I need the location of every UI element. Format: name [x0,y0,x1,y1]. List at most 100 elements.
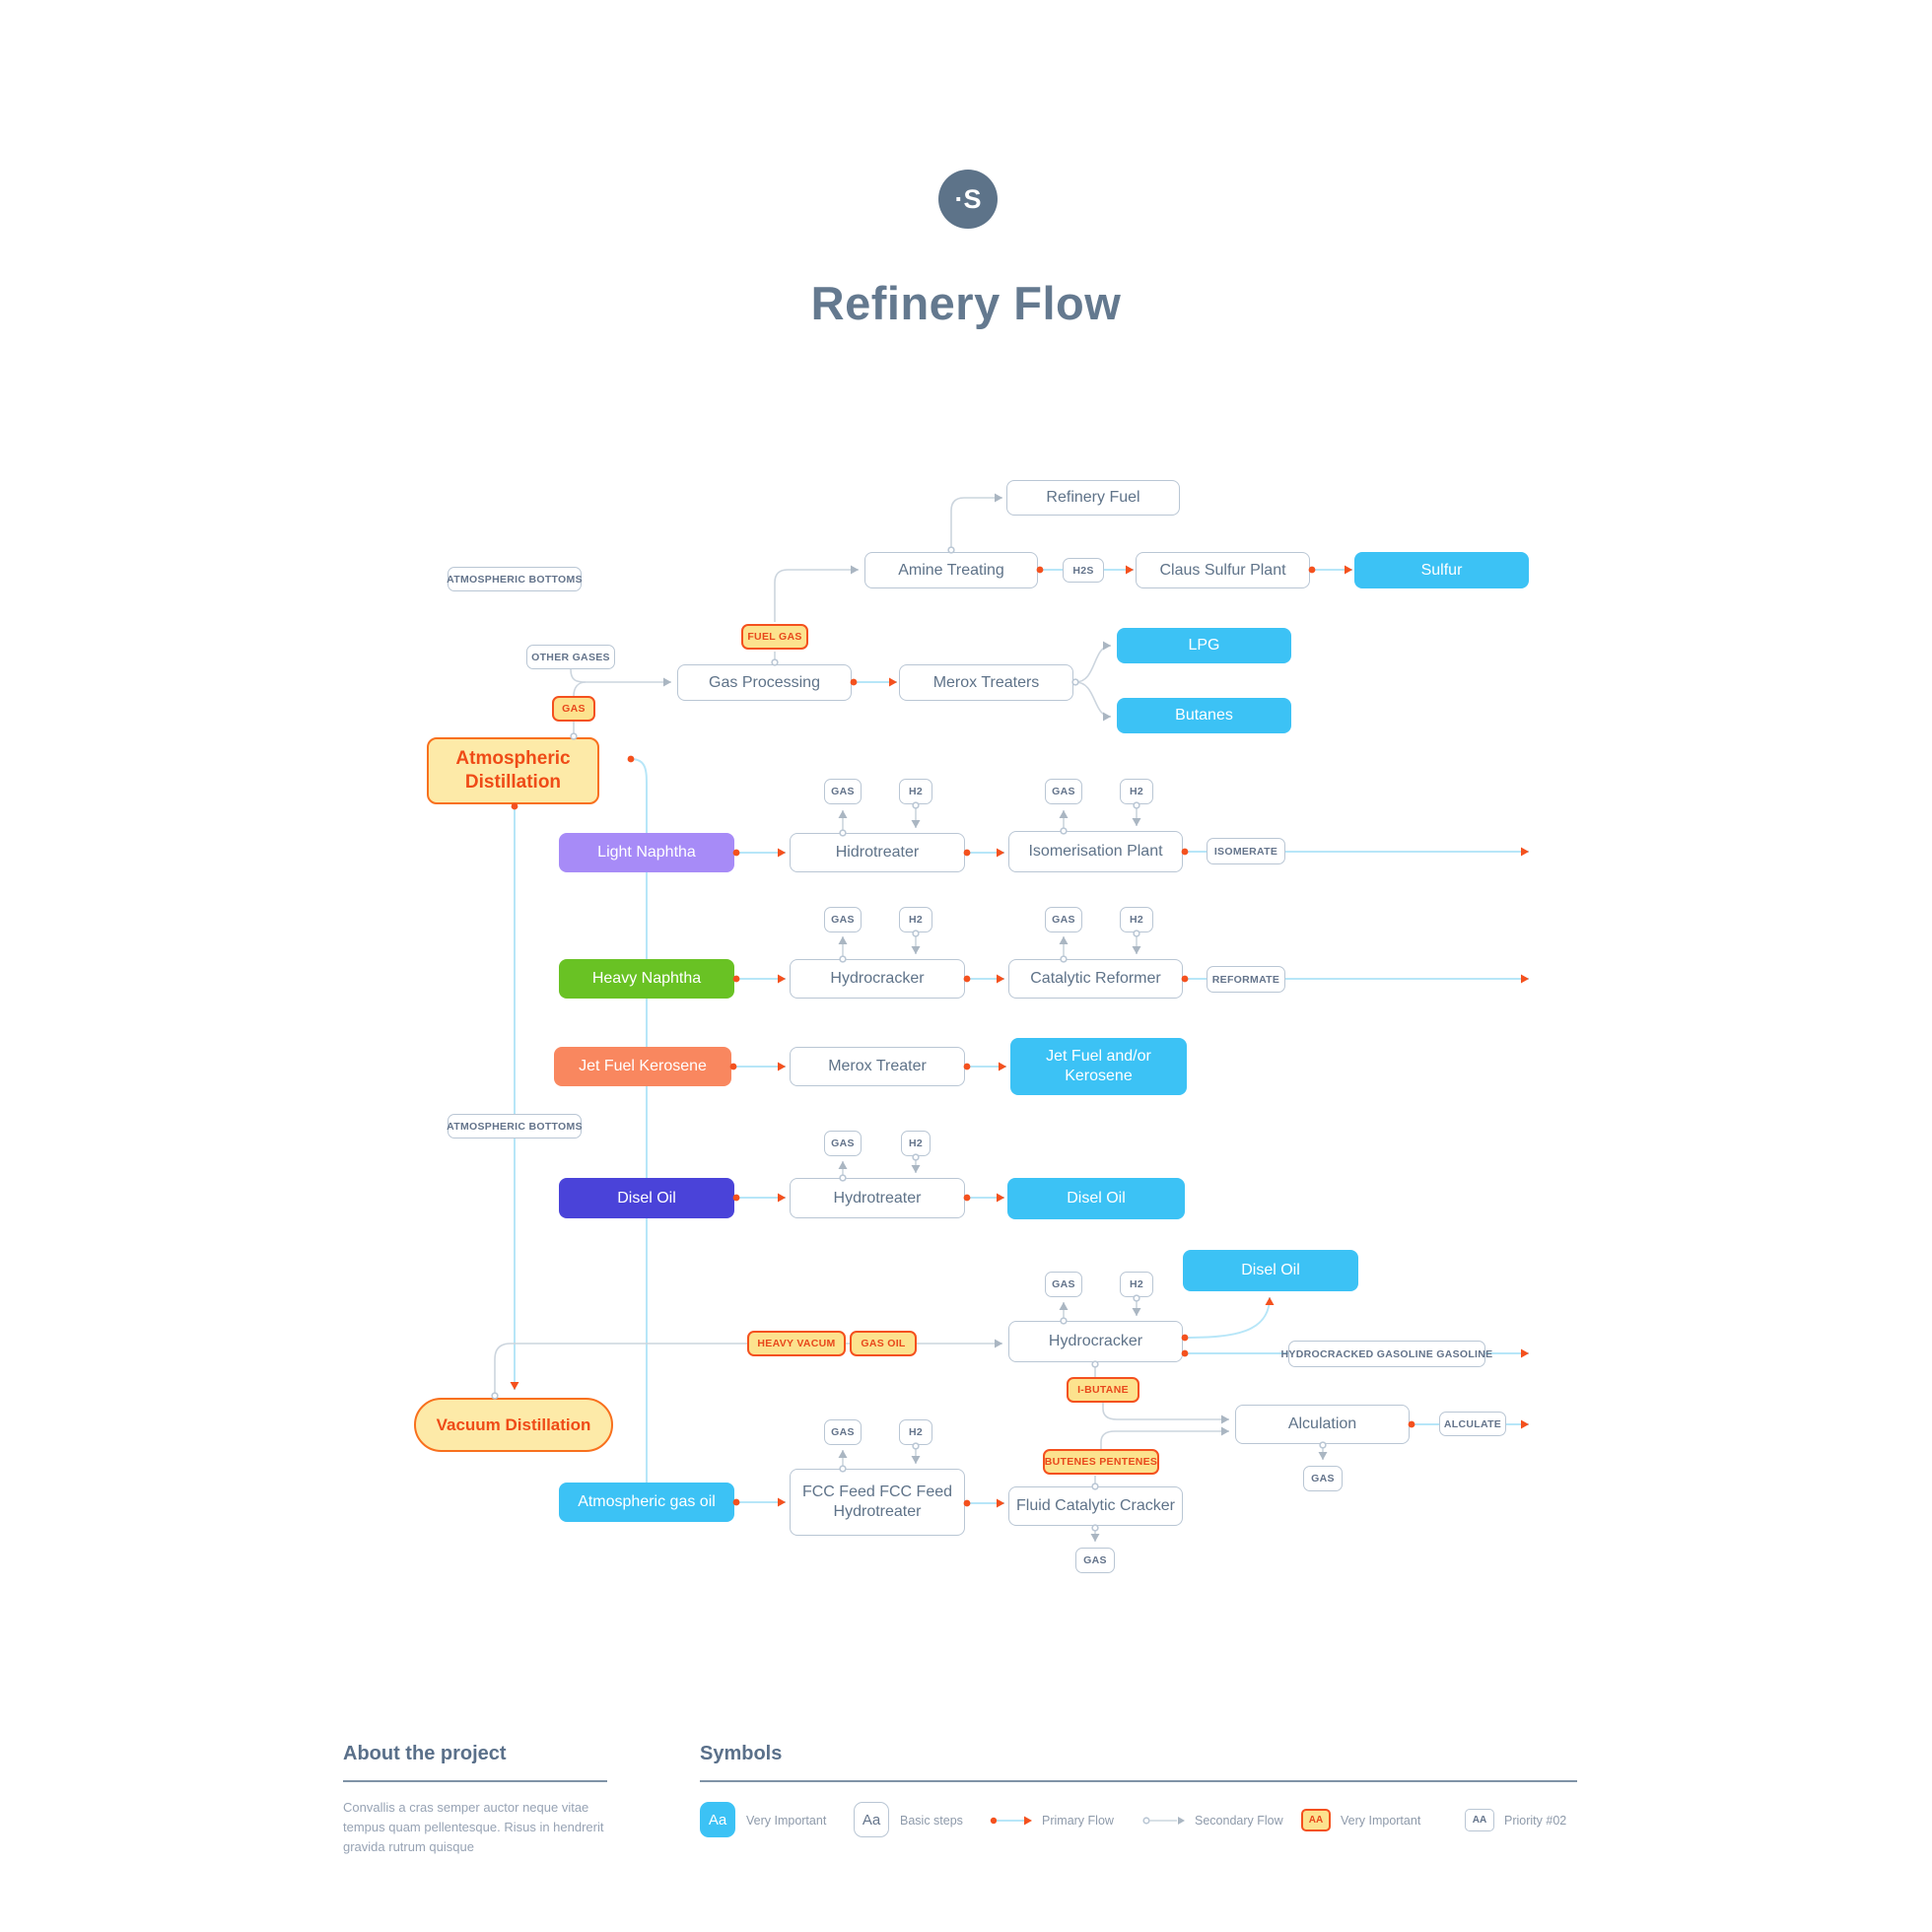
symbols-rule [700,1780,1577,1782]
tag-h2s[interactable]: H2S [1063,558,1104,583]
tag-h2-row2-col2[interactable]: H2 [1120,907,1153,932]
node-disel-oil-float[interactable]: Disel Oil [1183,1250,1358,1291]
legend-label-priority: Priority #02 [1504,1814,1567,1828]
node-sulfur-label: Sulfur [1420,561,1463,579]
tag-gas-row2-col1[interactable]: GAS [824,907,862,932]
node-amine-treating-label: Amine Treating [898,561,1004,579]
node-butanes[interactable]: Butanes [1117,698,1291,733]
node-catalytic-reformer-label: Catalytic Reformer [1030,970,1161,987]
node-fcc-feed-hydrotreater-label: FCC Feed FCC Feed Hydrotreater [801,1484,953,1520]
legend-label-tag-very-important: Very Important [1341,1814,1421,1828]
node-jet-fuel-kerosene-label: Jet Fuel Kerosene [579,1058,707,1074]
legend-label-secondary-flow: Secondary Flow [1195,1814,1283,1828]
node-refinery-fuel[interactable]: Refinery Fuel [1006,480,1180,516]
node-disel-oil-out[interactable]: Disel Oil [1007,1178,1185,1219]
tag-heavy-vacum[interactable]: HEAVY VACUM [747,1331,846,1356]
tag-alculate[interactable]: ALCULATE [1439,1412,1506,1436]
node-alculation-label: Alculation [1287,1415,1357,1432]
node-lpg-label: LPG [1188,637,1220,654]
tag-h2-row1-col1[interactable]: H2 [899,779,932,804]
node-sulfur[interactable]: Sulfur [1354,552,1529,588]
legend-secondary-flow-icon [1142,1817,1185,1825]
tag-gas-top[interactable]: GAS [552,696,595,722]
tag-gas-below-fcc[interactable]: GAS [1075,1548,1115,1573]
node-refinery-fuel-label: Refinery Fuel [1046,489,1140,506]
tag-isomerate[interactable]: ISOMERATE [1207,838,1285,864]
node-vacuum-distillation[interactable]: Vacuum Distillation [414,1398,613,1452]
symbols-heading: Symbols [700,1743,783,1764]
node-hidrotreater[interactable]: Hidrotreater [790,833,965,872]
node-heavy-naphtha[interactable]: Heavy Naphtha [559,959,734,999]
node-atmospheric-gas-oil[interactable]: Atmospheric gas oil [559,1483,734,1522]
tag-i-butane[interactable]: I-BUTANE [1067,1377,1139,1403]
tag-butenes-pentenes[interactable]: BUTENES PENTENES [1043,1449,1159,1475]
node-fluid-catalytic-cracker[interactable]: Fluid Catalytic Cracker [1008,1486,1183,1526]
node-disel-oil-float-label: Disel Oil [1241,1262,1300,1278]
node-hidrotreater-label: Hidrotreater [835,844,920,861]
tag-fuel-gas[interactable]: FUEL GAS [741,624,808,650]
node-disel-oil-feed-label: Disel Oil [617,1189,676,1207]
node-disel-oil-feed[interactable]: Disel Oil [559,1178,734,1218]
tag-gas-oil[interactable]: GAS OIL [850,1331,917,1356]
node-fcc-feed-hydrotreater[interactable]: FCC Feed FCC Feed Hydrotreater [790,1469,965,1536]
node-merox-treaters-label: Merox Treaters [932,673,1040,691]
node-gas-processing[interactable]: Gas Processing [677,664,852,701]
node-atmospheric-distillation[interactable]: Atmospheric Distillation [427,737,599,804]
tag-gas-row1-col1[interactable]: GAS [824,779,862,804]
tag-h2-row4[interactable]: H2 [901,1131,931,1156]
node-hydrocracker-1-label: Hydrocracker [830,970,925,987]
tag-atmospheric-bottoms-2[interactable]: ATMOSPHERIC BOTTOMS [447,1114,583,1138]
tag-h2-row5[interactable]: H2 [1120,1272,1153,1297]
node-merox-treaters[interactable]: Merox Treaters [899,664,1073,701]
legend-chip-very-important: Aa [700,1802,735,1837]
node-jet-fuel-kerosene-out-label: Jet Fuel and/or Kerosene [1046,1048,1151,1084]
node-alculation[interactable]: Alculation [1235,1405,1410,1444]
tag-atmospheric-bottoms-1[interactable]: ATMOSPHERIC BOTTOMS [447,567,583,591]
node-claus-sulfur-plant[interactable]: Claus Sulfur Plant [1136,552,1310,588]
node-catalytic-reformer[interactable]: Catalytic Reformer [1008,959,1183,999]
node-disel-oil-out-label: Disel Oil [1067,1190,1126,1207]
tag-gas-row6[interactable]: GAS [824,1419,862,1445]
brand-logo-glyph: ·S [954,183,982,214]
node-atmospheric-gas-oil-label: Atmospheric gas oil [578,1493,716,1510]
node-hydrocracker-2[interactable]: Hydrocracker [1008,1321,1183,1362]
tag-reformate[interactable]: REFORMATE [1207,966,1285,993]
legend-tag-very-important: AA [1301,1809,1331,1831]
tag-h2-row2-col1[interactable]: H2 [899,907,932,932]
about-heading: About the project [343,1743,507,1764]
node-light-naphtha-label: Light Naphtha [597,844,696,861]
tag-other-gases[interactable]: OTHER GASES [526,645,615,669]
legend-chip-basic-steps: Aa [854,1802,889,1837]
about-body: Convallis a cras semper auctor neque vit… [343,1800,604,1855]
node-jet-fuel-kerosene[interactable]: Jet Fuel Kerosene [554,1047,731,1086]
tag-gas-row1-col2[interactable]: GAS [1045,779,1082,804]
node-hydrotreater-2-label: Hydrotreater [833,1189,922,1207]
node-hydrotreater-2[interactable]: Hydrotreater [790,1178,965,1218]
node-jet-fuel-kerosene-out[interactable]: Jet Fuel and/or Kerosene [1010,1038,1187,1095]
tag-gas-below-alculation[interactable]: GAS [1303,1466,1343,1491]
node-light-naphtha[interactable]: Light Naphtha [559,833,734,872]
node-lpg[interactable]: LPG [1117,628,1291,663]
legend-primary-flow-icon [990,1816,1032,1826]
node-amine-treating[interactable]: Amine Treating [864,552,1038,588]
tag-h2-row1-col2[interactable]: H2 [1120,779,1153,804]
legend-label-primary-flow: Primary Flow [1042,1814,1114,1828]
node-gas-processing-label: Gas Processing [709,673,820,691]
about-rule [343,1780,607,1782]
node-claus-sulfur-plant-label: Claus Sulfur Plant [1159,561,1286,579]
node-isomerisation-plant[interactable]: Isomerisation Plant [1008,831,1183,872]
node-merox-treater[interactable]: Merox Treater [790,1047,965,1086]
tag-gas-row2-col2[interactable]: GAS [1045,907,1082,932]
node-vacuum-distillation-label: Vacuum Distillation [436,1414,591,1434]
page-title: Refinery Flow [810,277,1122,329]
node-hydrocracker-1[interactable]: Hydrocracker [790,959,965,999]
tag-hydrocracked-gasoline[interactable]: HYDROCRACKED GASOLINE GASOLINE [1281,1341,1492,1367]
node-hydrocracker-2-label: Hydrocracker [1048,1333,1143,1349]
tag-gas-row5[interactable]: GAS [1045,1272,1082,1297]
legend-label-very-important: Very Important [746,1814,827,1828]
node-butanes-label: Butanes [1175,707,1233,724]
tag-h2-row6[interactable]: H2 [899,1419,932,1445]
tag-gas-row4[interactable]: GAS [824,1131,862,1156]
flow-arrowheads [510,493,1529,1542]
